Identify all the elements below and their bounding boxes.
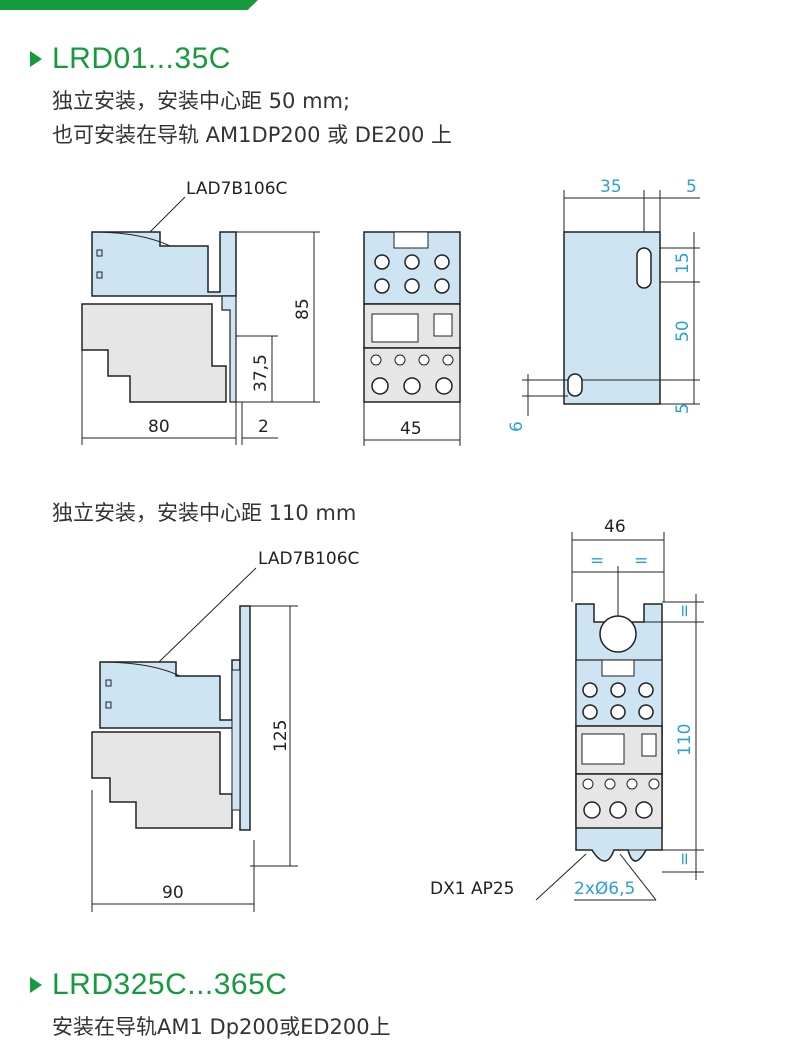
part-label: LAD7B106C: [258, 549, 359, 569]
section-2-description: 独立安装，安装中心距 110 mm: [52, 496, 356, 530]
section-1-description: 独立安装，安装中心距 50 mm; 也可安装在导轨 AM1DP200 或 DE2…: [52, 84, 452, 152]
dim-width: 90: [162, 883, 184, 903]
dim-height: 110: [675, 724, 695, 756]
dim-top: 35: [600, 177, 622, 197]
dim-b: 50: [673, 320, 693, 342]
dim-a: 15: [673, 252, 693, 274]
triangle-bullet-icon: [30, 51, 42, 67]
plate-label: DX1 AP25: [430, 879, 514, 899]
section-3-description: 安装在导轨AM1 Dp200或ED200上: [52, 1010, 391, 1044]
triangle-bullet-icon: [30, 977, 42, 993]
dim-c: 5: [673, 403, 693, 414]
dim-eq-bottom: =: [675, 852, 695, 866]
top-accent-bar: [0, 0, 258, 10]
dim-height: 125: [271, 720, 291, 752]
description-line: 独立安装，安装中心距 50 mm;: [52, 89, 351, 113]
dim-eq-top: =: [675, 604, 695, 618]
section-title: LRD325C...365C: [52, 968, 288, 1001]
dim-eq-left: =: [590, 551, 604, 571]
section-heading-1: LRD01...35C: [30, 42, 231, 76]
plate-side-drawing: LAD7B106C 125 90: [91, 549, 359, 912]
dim-side: 5: [686, 177, 697, 197]
dim-gap: 2: [258, 417, 269, 437]
section-heading-3: LRD325C...365C: [30, 968, 287, 1002]
description-line: 独立安装，安装中心距 110 mm: [52, 501, 357, 525]
dim-eq-right: =: [634, 551, 648, 571]
description-line: 也可安装在导轨 AM1DP200 或 DE200 上: [52, 123, 452, 147]
dim-mid: 37,5: [251, 354, 271, 392]
dim-d: 6: [507, 421, 527, 432]
part-label: LAD7B106C: [186, 179, 287, 199]
plate-front-drawing: 46 = = = 110 = DX1 AP25 2xØ6,5: [430, 517, 704, 901]
dim-width: 80: [148, 417, 170, 437]
side-front-drawing: LAD7B106C 80 2 85 37,5 45: [81, 179, 461, 446]
dim-height: 85: [293, 298, 313, 320]
mounting-plate-drawing: 35 5 15 50 5 6: [507, 177, 700, 432]
dim-front-width: 45: [400, 419, 422, 439]
dim-width: 46: [604, 517, 626, 537]
holes-label: 2xØ6,5: [574, 879, 635, 899]
section-title: LRD01...35C: [52, 42, 231, 75]
description-line: 安装在导轨AM1 Dp200或ED200上: [52, 1015, 391, 1039]
